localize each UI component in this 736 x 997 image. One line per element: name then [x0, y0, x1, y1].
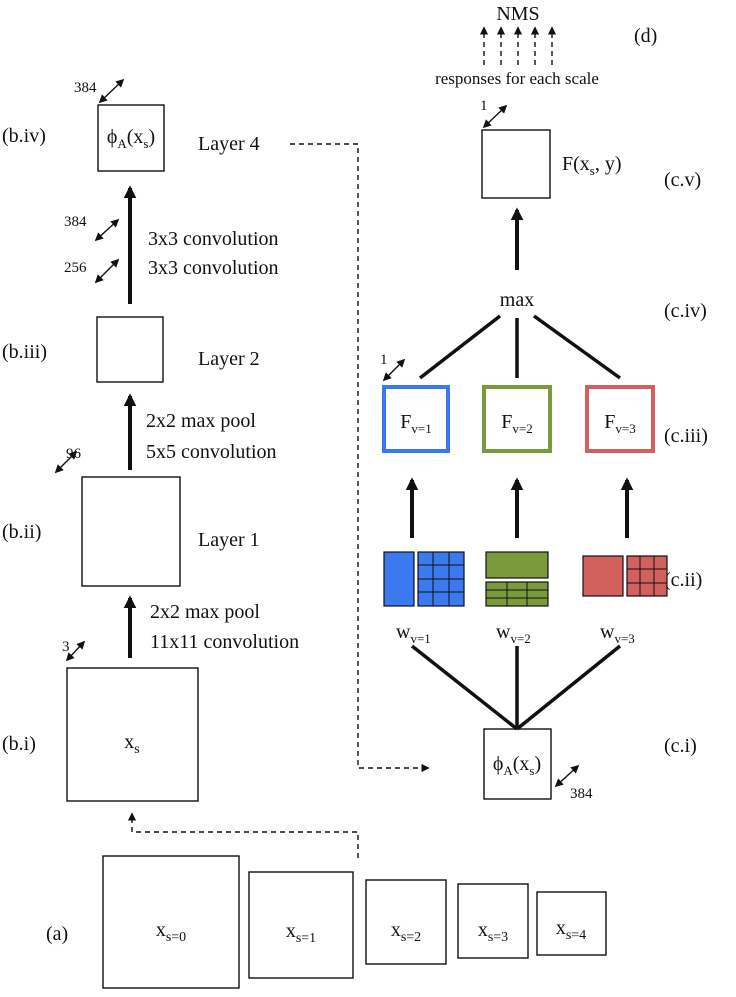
layer1-label: Layer 1	[198, 529, 260, 551]
scale-label-4: xs=4	[556, 917, 586, 943]
output-box	[481, 129, 551, 199]
filter-label-1: Fv=1	[400, 411, 431, 436]
filter-label-3: Fv=3	[604, 411, 635, 436]
filter-channel-count: 1	[380, 352, 388, 368]
step3-channel-count-1: 384	[64, 214, 87, 230]
max-label: max	[500, 289, 534, 311]
scale-label-1: xs=1	[286, 920, 316, 946]
output-channel-arrow	[482, 104, 508, 129]
label-ciii: (c.iii)	[664, 425, 708, 447]
step2-line2: 5x5 convolution	[146, 441, 277, 463]
label-d: (d)	[634, 25, 657, 47]
weight-block-1	[383, 551, 465, 607]
feature-to-weight-line-1	[410, 644, 519, 731]
step3-channel-count-2: 256	[64, 260, 87, 276]
filter-to-max-line-1	[418, 314, 502, 380]
scale-box-2: xs=2	[365, 879, 447, 965]
label-biii: (b.iii)	[2, 341, 47, 363]
scale-to-input-arrow	[127, 812, 359, 858]
label-civ: (c.iv)	[664, 300, 707, 322]
input-label: xs	[124, 731, 139, 757]
step3-line1: 3x3 convolution	[148, 228, 279, 250]
feature-channel-count: 384	[570, 786, 593, 802]
step3-line2: 3x3 convolution	[148, 257, 279, 279]
scale-label-0: xs=0	[156, 919, 186, 945]
filter-channel-arrow	[382, 358, 406, 382]
label-bi: (b.i)	[2, 733, 36, 755]
nms-label: NMS	[496, 3, 539, 25]
layer4-channel-arrow	[98, 78, 125, 104]
scale-box-0: xs=0	[102, 855, 240, 989]
scale-box-3: xs=3	[457, 883, 529, 959]
layer2-label: Layer 2	[198, 348, 260, 370]
layer2-box	[96, 316, 164, 383]
output-channel-count: 1	[480, 98, 488, 114]
weight-label-3: wv=3	[600, 621, 635, 646]
step2-line1: 2x2 max pool	[146, 410, 256, 432]
scale-box-1: xs=1	[248, 871, 354, 979]
input-channel-arrow	[65, 640, 86, 662]
label-bii: (b.ii)	[2, 521, 41, 543]
weight-label-1: wv=1	[396, 621, 431, 646]
step1-line1: 2x2 max pool	[150, 601, 260, 623]
scale-label-2: xs=2	[391, 919, 421, 945]
weight-block-2	[485, 551, 549, 607]
step3-channel-arrow-2	[94, 258, 120, 284]
layer1-box	[81, 476, 181, 587]
scale-label-3: xs=3	[478, 919, 508, 945]
filter-to-max-line-3	[532, 314, 622, 380]
layer4-label: Layer 4	[198, 133, 260, 155]
step1-line2: 11x11 convolution	[150, 631, 299, 653]
layer1-channel-arrow	[54, 450, 78, 474]
weight-block-3	[582, 555, 668, 597]
filter-box-3: Fv=3	[585, 385, 655, 453]
filter-box-2: Fv=2	[482, 385, 552, 453]
scale-box-4: xs=4	[536, 891, 607, 956]
input-box: xs	[66, 667, 199, 802]
feature-to-weight-line-3	[515, 644, 622, 731]
layer4-box: ϕA(xs)	[97, 104, 165, 172]
feature-box: ϕA(xs)	[483, 728, 552, 800]
layer1-channel-count: 96	[66, 446, 82, 462]
layer4-channel-count: 384	[74, 80, 97, 96]
responses-label: responses for each scale	[435, 69, 599, 88]
label-a: (a)	[46, 923, 68, 945]
label-cii: (c.ii)	[664, 569, 702, 591]
label-ci: (c.i)	[664, 735, 697, 757]
label-biv: (b.iv)	[2, 125, 46, 147]
feature-channel-arrow	[554, 764, 580, 788]
step3-channel-arrow-1	[94, 218, 120, 242]
filter-label-2: Fv=2	[501, 411, 532, 436]
layer4-to-feature-arrow	[290, 143, 430, 773]
weight-label-2: wv=2	[496, 621, 531, 646]
input-channel-count: 3	[62, 639, 70, 655]
feature-box-label: ϕA(xs)	[493, 753, 541, 778]
filter-box-1: Fv=1	[382, 385, 450, 453]
layer4-box-label: ϕA(xs)	[107, 126, 155, 151]
output-label: F(xs, y)	[562, 153, 622, 178]
label-cv: (c.v)	[664, 169, 701, 191]
